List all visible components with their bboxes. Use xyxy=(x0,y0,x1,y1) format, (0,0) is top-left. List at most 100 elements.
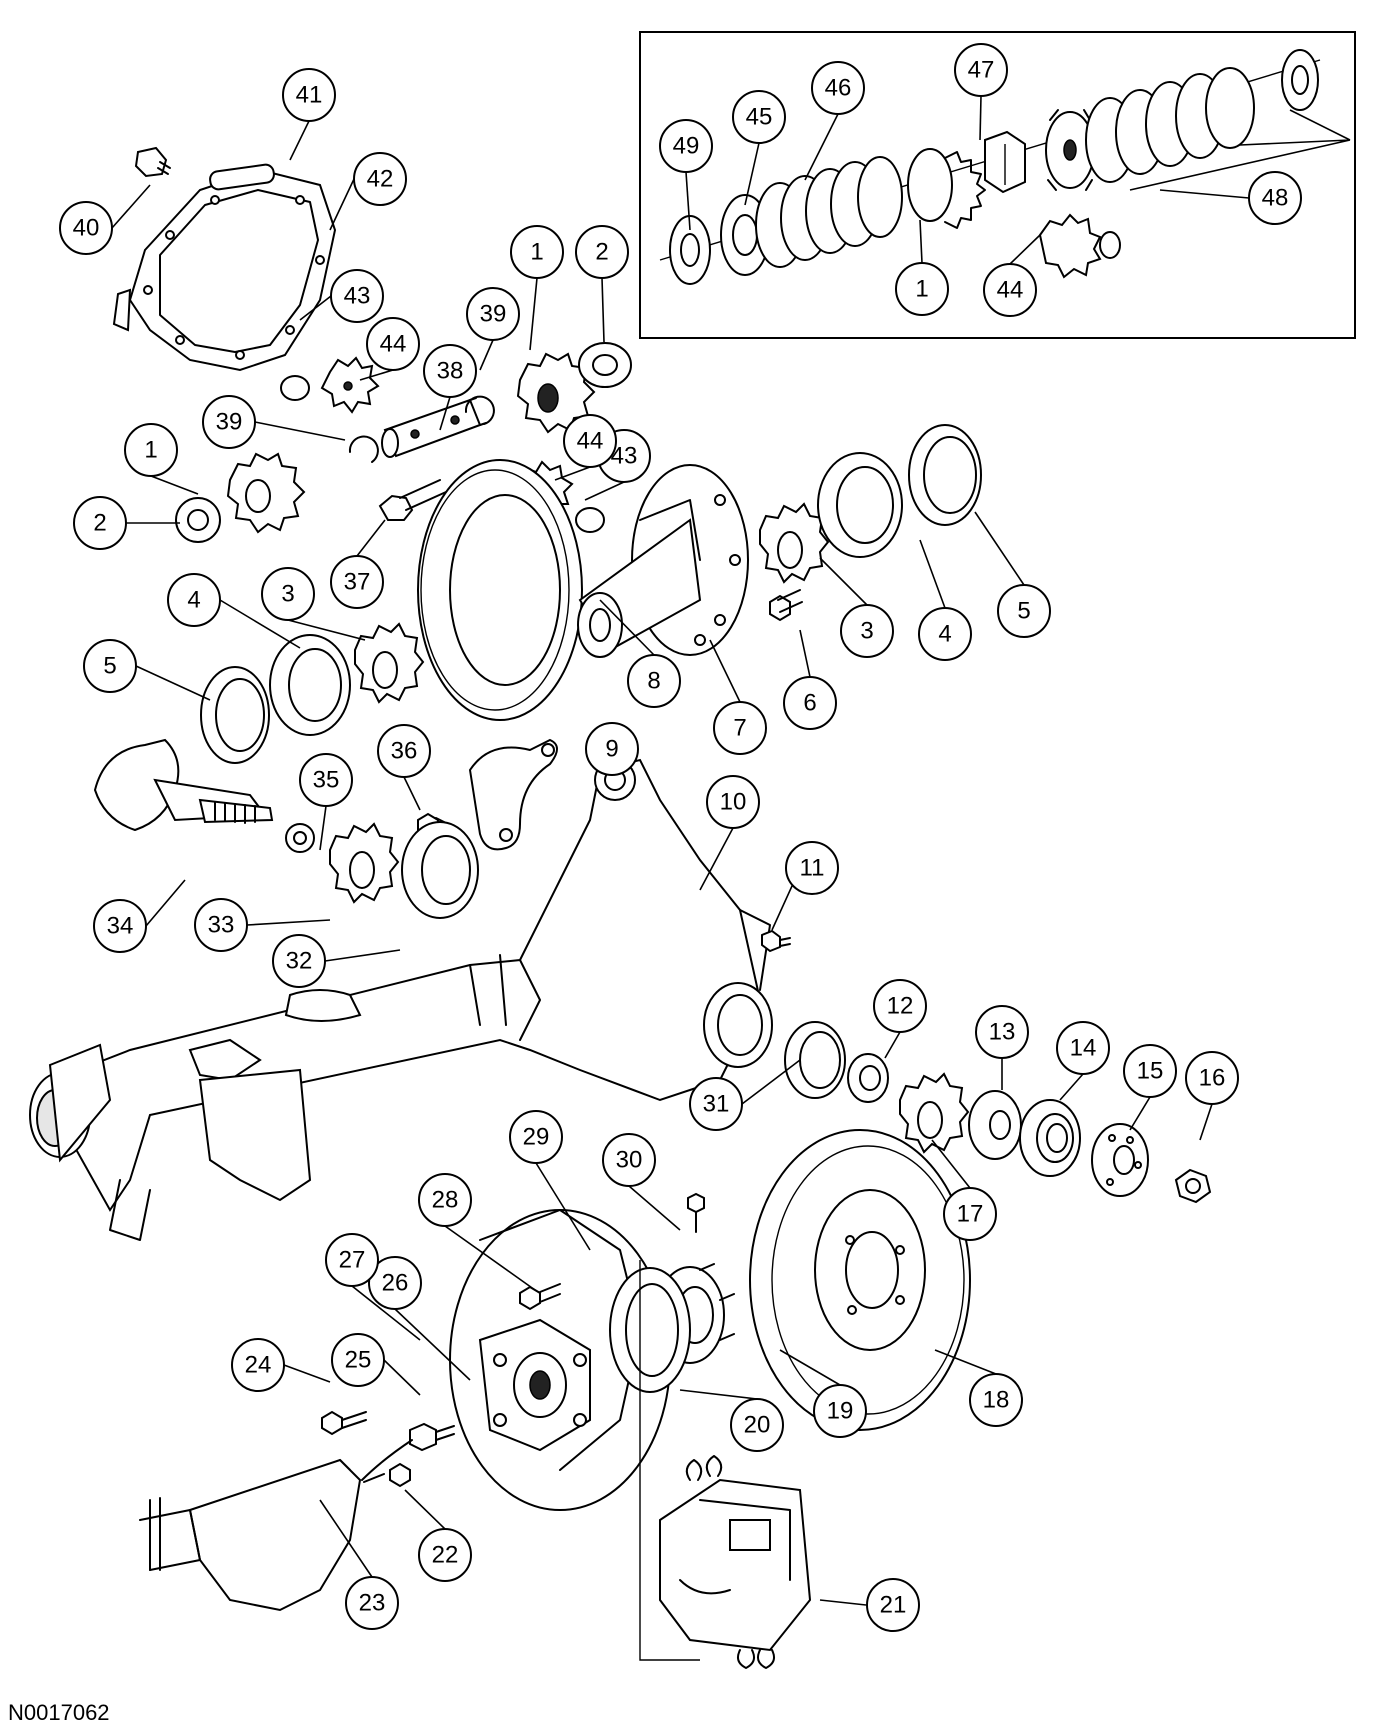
thrust-washer-upper xyxy=(578,342,632,388)
leader-line xyxy=(884,1031,901,1059)
id-tag xyxy=(209,163,275,191)
callout-17: 17 xyxy=(943,1187,997,1241)
leader-line xyxy=(299,295,332,321)
flange-nut xyxy=(1174,1168,1212,1204)
callout-number: 33 xyxy=(208,912,235,939)
callout-6: 6 xyxy=(783,676,837,730)
differential-pinion-upper xyxy=(280,356,380,414)
leader-line xyxy=(404,1489,446,1530)
leader-line xyxy=(744,142,760,206)
callout-circle xyxy=(353,152,407,206)
callout-49: 49 xyxy=(659,119,713,173)
leader-line xyxy=(439,396,451,431)
callout-2: 2 xyxy=(575,225,629,279)
housing-end-view xyxy=(139,1458,362,1612)
callout-circle xyxy=(330,269,384,323)
axle-housing xyxy=(29,758,773,1241)
callout-1: 1 xyxy=(510,225,564,279)
callout-41: 41 xyxy=(282,68,336,122)
callout-28: 28 xyxy=(418,1173,472,1227)
leader-line xyxy=(111,184,151,229)
callout-number: 38 xyxy=(437,358,464,385)
bearing-cup-left xyxy=(269,634,351,736)
callout-number: 21 xyxy=(880,1592,907,1619)
pinion-bearing-cup xyxy=(401,821,479,919)
callout-29: 29 xyxy=(509,1110,563,1164)
callout-number: 17 xyxy=(957,1201,984,1228)
leader-line xyxy=(246,919,331,926)
callout-37: 37 xyxy=(330,555,384,609)
callout-number: 41 xyxy=(296,82,323,109)
callout-33: 33 xyxy=(194,898,248,952)
callout-2: 2 xyxy=(73,496,127,550)
pinion-bearing xyxy=(329,822,400,904)
callout-circle xyxy=(124,423,178,477)
leader-line xyxy=(359,369,394,381)
callout-circle xyxy=(689,1077,743,1131)
clutch-plates-right xyxy=(1085,49,1319,183)
callout-number: 40 xyxy=(73,215,100,242)
callout-46: 46 xyxy=(811,61,865,115)
callout-circle xyxy=(466,287,520,341)
callout-44: 44 xyxy=(563,414,617,468)
leader-line xyxy=(135,665,211,701)
callout-number: 31 xyxy=(703,1091,730,1118)
callout-circle xyxy=(423,344,477,398)
callout-number: 44 xyxy=(380,331,407,358)
leader-line xyxy=(601,277,605,343)
callout-47: 47 xyxy=(954,43,1008,97)
callout-circle xyxy=(282,68,336,122)
leader-line xyxy=(150,475,199,495)
bearing-cone-right xyxy=(759,502,830,584)
callout-34: 34 xyxy=(93,899,147,953)
sensor-bolt xyxy=(321,1410,367,1436)
callout-circle xyxy=(167,573,221,627)
callout-36: 36 xyxy=(377,724,431,778)
callout-circle xyxy=(83,639,137,693)
leader-line xyxy=(974,511,1025,586)
vent-fitting xyxy=(761,929,791,953)
ring-gear-bolt xyxy=(769,589,803,622)
collapsible-spacer xyxy=(285,823,315,853)
leader-line xyxy=(287,619,366,641)
leader-line xyxy=(685,171,691,231)
callout-circle xyxy=(895,262,949,316)
callout-number: 39 xyxy=(480,301,507,328)
callout-44: 44 xyxy=(983,263,1037,317)
c-clips xyxy=(348,395,495,463)
callout-11: 11 xyxy=(785,841,839,895)
callout-circle xyxy=(330,555,384,609)
callout-circle xyxy=(659,119,713,173)
callout-circle xyxy=(366,317,420,371)
callout-number: 26 xyxy=(382,1270,409,1297)
callout-number: 44 xyxy=(997,277,1024,304)
callout-circle xyxy=(575,225,629,279)
callout-circle xyxy=(418,1173,472,1227)
callout-number: 8 xyxy=(647,668,660,695)
callout-circle xyxy=(261,567,315,621)
callout-number: 24 xyxy=(245,1352,272,1379)
knuckle xyxy=(478,1318,591,1452)
callout-circle xyxy=(1056,1021,1110,1075)
callout-number: 20 xyxy=(744,1412,771,1439)
leader-line xyxy=(479,339,494,371)
bearing-cap xyxy=(468,738,558,851)
callout-27: 27 xyxy=(325,1233,379,1287)
callout-number: 11 xyxy=(800,855,825,882)
hub-bearing-cone xyxy=(899,1072,970,1154)
callout-circle xyxy=(954,43,1008,97)
leader-line xyxy=(1199,1103,1213,1141)
callout-circle xyxy=(1185,1051,1239,1105)
callout-31: 31 xyxy=(689,1077,743,1131)
differential-case xyxy=(577,464,749,658)
leader-line xyxy=(329,178,355,231)
callout-circle xyxy=(1123,1044,1177,1098)
callout-42: 42 xyxy=(353,152,407,206)
leader-line xyxy=(1059,1073,1084,1101)
bearing-cup-right xyxy=(817,452,903,558)
callout-number: 22 xyxy=(432,1542,459,1569)
callout-circle xyxy=(231,1338,285,1392)
callout-45: 45 xyxy=(732,90,786,144)
callout-circle xyxy=(194,898,248,952)
callout-circle xyxy=(563,414,617,468)
